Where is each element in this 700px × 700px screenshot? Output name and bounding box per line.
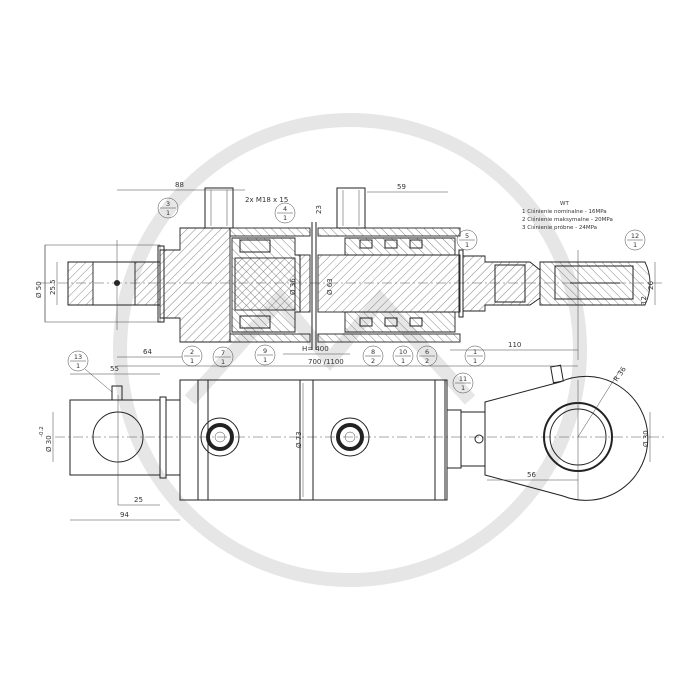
svg-text:1: 1 <box>190 357 194 365</box>
svg-text:1: 1 <box>461 384 465 392</box>
dim-88: 88 <box>175 181 184 189</box>
section-dimensions: 88 2x M18 x 15 23 59 Ø 50 25.5 Ø 36 Ø 63… <box>35 181 656 367</box>
svg-text:6: 6 <box>425 348 429 356</box>
watermark <box>113 113 587 587</box>
svg-text:1: 1 <box>221 358 225 366</box>
grease-nipple-icon <box>111 385 123 401</box>
svg-text:1: 1 <box>76 362 80 370</box>
balloon: 111 <box>452 372 474 394</box>
balloon: 62 <box>416 345 438 367</box>
svg-text:2: 2 <box>371 357 375 365</box>
svg-text:2: 2 <box>190 348 194 356</box>
balloon: 41 <box>274 202 296 224</box>
svg-text:7: 7 <box>221 349 225 357</box>
outer-view <box>55 364 665 505</box>
dim-length: 700 /1100 <box>308 358 344 366</box>
port-fitting-2 <box>330 417 370 457</box>
svg-text:11: 11 <box>459 375 467 383</box>
balloon: 91 <box>254 344 276 366</box>
dim-94: 94 <box>120 511 129 519</box>
svg-text:2: 2 <box>425 357 429 365</box>
note-line: 1 Ciśnienie nominalne - 16MPa <box>522 208 607 215</box>
section-view <box>40 187 665 360</box>
balloon: 11 <box>464 345 486 367</box>
port-1 <box>204 187 234 229</box>
note-line: 2 Ciśnienie maksymalne - 20MPa <box>522 216 613 223</box>
balloon: 71 <box>212 346 234 368</box>
dim-25: 25 <box>134 496 143 504</box>
cylinder-head <box>159 227 231 343</box>
balloon: 21 <box>181 345 203 367</box>
dim-dia63: Ø 63 <box>326 278 334 295</box>
dim-26: 26 <box>647 281 655 290</box>
thread-label: 2x M18 x 15 <box>245 196 288 204</box>
dim-25-5: 25.5 <box>49 279 57 295</box>
dim-56: 56 <box>527 471 536 479</box>
svg-text:1: 1 <box>283 214 287 222</box>
dim-dia30-left: Ø 30 <box>45 435 53 452</box>
dim-dia50: Ø 50 <box>35 281 43 298</box>
rod-eye <box>484 375 649 501</box>
balloon: 31 <box>157 197 179 219</box>
note-line: 3 Ciśnienie próbne - 24MPa <box>522 224 597 231</box>
dim-23: 23 <box>315 205 323 214</box>
port-fitting-1 <box>200 417 240 457</box>
svg-text:1: 1 <box>465 241 469 249</box>
rod-end <box>462 255 541 312</box>
svg-text:10: 10 <box>399 348 407 356</box>
dim-dia30-right: Ø 30 <box>642 430 650 447</box>
dim-55: 55 <box>110 365 119 373</box>
balloon: 121 <box>624 229 646 251</box>
svg-text:9: 9 <box>263 347 267 355</box>
svg-text:1: 1 <box>473 348 477 356</box>
svg-text:8: 8 <box>371 348 375 356</box>
dim-110: 110 <box>508 341 521 349</box>
svg-text:1: 1 <box>263 356 267 364</box>
balloon: 101 <box>392 345 414 367</box>
svg-text:1: 1 <box>166 209 170 217</box>
tolerance: -0.2 <box>39 426 45 437</box>
dim-59: 59 <box>397 183 406 191</box>
svg-text:4: 4 <box>283 205 287 213</box>
grease-nipple-icon <box>550 364 564 384</box>
svg-text:1: 1 <box>633 241 637 249</box>
balloon: 131 <box>67 350 89 372</box>
svg-text:1: 1 <box>401 357 405 365</box>
dim-dia73: Ø 73 <box>295 431 303 448</box>
svg-text:12: 12 <box>631 232 639 240</box>
note-title: WT <box>560 201 569 207</box>
svg-text:5: 5 <box>465 232 469 240</box>
rod-outer <box>460 411 486 467</box>
dim-64: 64 <box>143 348 152 356</box>
dim-12: 12 <box>640 296 648 305</box>
svg-text:13: 13 <box>74 353 82 361</box>
balloon: 82 <box>362 345 384 367</box>
dim-r36: R 36 <box>612 365 628 383</box>
svg-text:3: 3 <box>166 200 170 208</box>
piston-rod <box>317 254 461 313</box>
part-balloons: 31 41 51 121 21 71 91 82 101 62 11 111 1… <box>67 197 646 394</box>
pressure-note: WT 1 Ciśnienie nominalne - 16MPa 2 Ciśni… <box>522 201 613 231</box>
port-2 <box>336 187 366 229</box>
balloon: 51 <box>456 229 478 251</box>
dim-stroke: H= 400 <box>302 345 329 353</box>
dim-dia36: Ø 36 <box>289 278 297 295</box>
svg-text:1: 1 <box>473 357 477 365</box>
